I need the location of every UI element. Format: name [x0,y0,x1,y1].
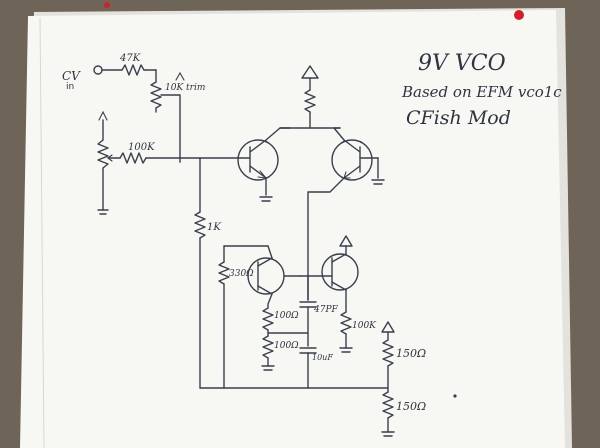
r100k-right-label: 100K [352,321,377,331]
ink-dot [453,394,457,398]
r100-top-label: 100Ω [274,311,299,321]
r1k-label: 1K [207,222,221,233]
title-line3: CFish Mod [406,107,511,129]
resistor-150-bottom [382,391,394,419]
red-pin-2 [104,2,110,8]
title-line2: Based on EFM vco1c [401,83,562,101]
title-line1: 9V VCO [418,51,506,76]
resistor-100k-left [119,152,147,164]
trim-label: 10K trim [165,83,205,93]
r47k-label: 47K [119,53,141,64]
r100-bottom-label: 100Ω [274,341,299,351]
resistor-330 [218,261,230,285]
r330-label: 330Ω [229,269,254,279]
resistor-47k [121,64,145,76]
resistor-100-top [262,307,274,331]
resistor-100-bottom [262,335,274,359]
transistor-q1 [237,139,279,181]
resistor-top [304,89,316,113]
transistor-q2 [331,139,373,181]
c10uf-label: 10uF [312,353,333,362]
resistor-1k [194,211,206,239]
jfet-right [321,253,359,291]
pot-left [97,139,109,169]
resistor-150-top [382,339,394,367]
r150-bottom-label: 150Ω [396,400,426,413]
r100k-left-label: 100K [128,142,155,153]
cv-sub-label: in [66,82,74,92]
red-pin [514,10,524,20]
cv-label: CV [62,69,81,83]
paper-edge-line [39,17,45,448]
trimpot-10k [150,81,162,109]
c47pf-label: 47PF [313,305,339,315]
resistor-100k-right [340,311,352,335]
paper-sheet [20,10,565,448]
r150-top-label: 150Ω [396,347,426,360]
